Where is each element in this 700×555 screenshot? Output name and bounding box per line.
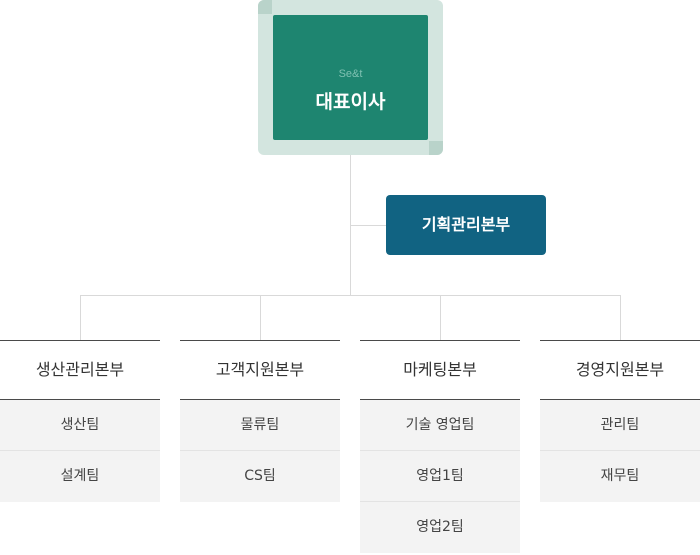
division-title: 고객지원본부 — [180, 340, 340, 400]
division-customer-support: 고객지원본부 물류팀 CS팀 — [180, 340, 340, 502]
team-item: 생산팀 — [0, 400, 160, 451]
division-bus-connector — [80, 295, 621, 296]
division-title: 마케팅본부 — [360, 340, 520, 400]
division-drop-connector — [260, 295, 261, 340]
division-title: 생산관리본부 — [0, 340, 160, 400]
division-title: 경영지원본부 — [540, 340, 700, 400]
staff-connector — [350, 225, 386, 226]
team-item: 영업2팀 — [360, 502, 520, 553]
ceo-box: Se&t 대표이사 — [273, 15, 428, 140]
team-item: 물류팀 — [180, 400, 340, 451]
frame-corner-accent — [429, 141, 443, 155]
team-item: CS팀 — [180, 451, 340, 502]
team-item: 설계팀 — [0, 451, 160, 502]
staff-division-node: 기획관리본부 — [386, 195, 546, 255]
team-item: 영업1팀 — [360, 451, 520, 502]
team-item: 관리팀 — [540, 400, 700, 451]
division-drop-connector — [440, 295, 441, 340]
division-marketing: 마케팅본부 기술 영업팀 영업1팀 영업2팀 — [360, 340, 520, 553]
team-item: 재무팀 — [540, 451, 700, 502]
ceo-node: Se&t 대표이사 — [258, 0, 443, 155]
company-name: Se&t — [338, 68, 363, 80]
division-management-support: 경영지원본부 관리팀 재무팀 — [540, 340, 700, 502]
division-drop-connector — [620, 295, 621, 340]
team-item: 기술 영업팀 — [360, 400, 520, 451]
division-production: 생산관리본부 생산팀 설계팀 — [0, 340, 160, 502]
division-drop-connector — [80, 295, 81, 340]
ceo-title: 대표이사 — [315, 91, 386, 113]
frame-corner-accent — [258, 0, 272, 14]
